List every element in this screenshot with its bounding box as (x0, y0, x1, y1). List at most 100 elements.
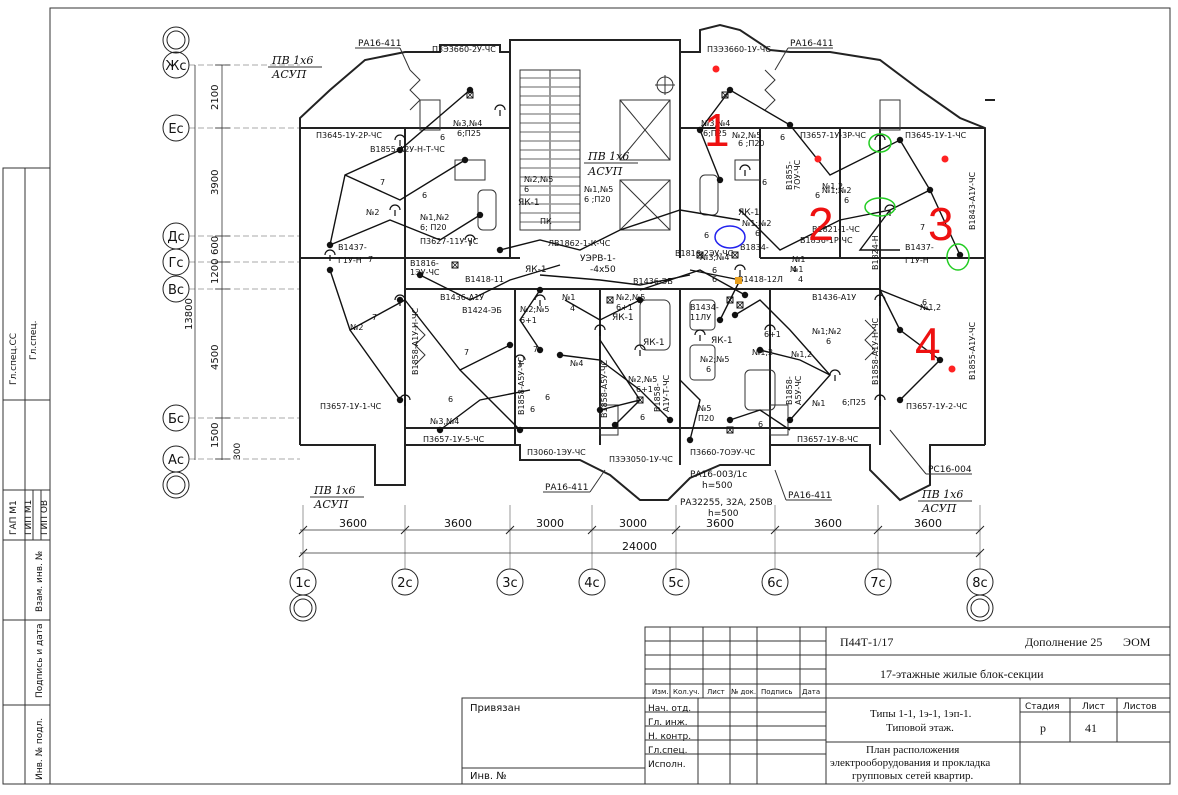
column-axis-bubble: 2с (391, 505, 419, 596)
device-symbols (324, 86, 964, 444)
dim-h-3: 3000 (619, 517, 647, 530)
role-label: Гл.спец. (648, 746, 687, 756)
junction-box-symbol (696, 251, 704, 259)
wire-count-label: 6 (530, 405, 535, 414)
switch-symbol (496, 246, 504, 254)
axis-empty-bubble (162, 471, 190, 499)
room-label: В1436-ЭБ (633, 277, 673, 286)
room-label: П3657-1У-2-ЧС (906, 402, 968, 411)
circuit-label: 6 ;П20 (738, 139, 765, 148)
room-label: В1858-А1У-Н-ЧС (411, 308, 420, 375)
room-label: В1855-А1У-ЧС (968, 321, 977, 380)
circuit-label: №1,№2 (420, 213, 449, 222)
stage-header: Стадия (1025, 702, 1060, 712)
switch-symbol (756, 346, 764, 354)
equipment-label: ЯК-1 (518, 198, 540, 208)
switch-symbol (516, 426, 524, 434)
room-label: В1858-А1У-Н-ЧС (871, 318, 880, 385)
switch-symbol (536, 346, 544, 354)
room-label: А1У-Т-ЧС (662, 374, 671, 412)
room-label: П3660-7ОЭУ-ЧС (690, 448, 755, 457)
title-code: П44Т-1/17 (840, 635, 893, 649)
circuit-label: 6+1 (636, 385, 653, 394)
circuit-label: №2 (366, 208, 379, 217)
column-axis-bubble: 4с (578, 505, 606, 596)
socket-symbol (739, 164, 751, 176)
red-dot (948, 365, 956, 373)
row-axis-label: Дс (167, 230, 184, 245)
red-dot (814, 155, 822, 163)
row-axis-label: Вс (168, 283, 184, 298)
circuit-label: 6+1 (520, 316, 537, 325)
room-label: А5У-ЧС (794, 375, 803, 405)
circuit-label: №1 (792, 255, 805, 264)
title-section: ЭОМ (1123, 635, 1151, 649)
switch-symbol (896, 396, 904, 404)
wire-count-label: 6 (815, 191, 820, 200)
cable-annotation: АСУП (313, 498, 349, 511)
equipment-label: ЯК-1 (612, 313, 634, 323)
switch-symbol (731, 311, 739, 319)
room-labels: П3Э3660-2У-ЧС П3Э3660-1У-ЧС П3645-1У-2Р-… (316, 45, 977, 464)
dim-v-300: 300 (233, 443, 243, 460)
switch-symbol (716, 176, 724, 184)
circuit-label: №3,№4 (453, 119, 482, 128)
green-highlight-circle (864, 197, 896, 217)
role-label: Н. контр. (648, 732, 691, 742)
axis-empty-bubble (289, 594, 317, 622)
switch-symbol (416, 271, 424, 279)
switch-symbol (436, 426, 444, 434)
red-dot (712, 65, 720, 73)
cable-annotation: ПВ 1х6 (587, 150, 629, 163)
room-label: В1418-11 (465, 275, 504, 284)
junction-box-symbol (606, 296, 614, 304)
column-axis-label: 7с (870, 576, 885, 591)
socket-symbol (399, 394, 411, 406)
circuit-label: №1,2 (752, 348, 773, 357)
green-highlight-circle (868, 133, 892, 153)
red-marker-4: 4 (915, 318, 941, 370)
stage-value: р (1040, 721, 1046, 735)
room-label: В1855- (785, 161, 794, 190)
circuit-label: №2,№5 (732, 131, 761, 140)
column-axis-label: 4с (584, 576, 599, 591)
switch-symbol (596, 406, 604, 414)
switch-symbol (686, 436, 694, 444)
circuit-label: 4 (798, 275, 803, 284)
room-label: В1437- (338, 243, 367, 252)
switch-symbol (536, 286, 544, 294)
switch-symbol (636, 296, 644, 304)
cable-annotation: ПВ 1х6 (921, 488, 963, 501)
room-label: В1824-Н (871, 235, 880, 270)
title-drawing-3: групповых сетей квартир. (852, 770, 974, 782)
room-label: П3Э3050-1У-ЧС (609, 455, 673, 464)
dim-v-4500: 4500 (210, 345, 221, 370)
dim-v-1200: 1200 (210, 259, 221, 284)
room-label: В1858-А5У-ЧС (600, 359, 609, 418)
wire-count-label: 6 (448, 395, 453, 404)
dim-v-600: 600 (210, 236, 221, 255)
wire-count-label: 7 (920, 223, 925, 232)
socket-symbol (534, 294, 546, 306)
vertical-dimension-chain: 2100 3900 600 1200 4500 1500 300 13800 (184, 64, 243, 460)
dim-h-2: 3000 (536, 517, 564, 530)
room-label: Г1У-Н (338, 256, 362, 265)
row-axis-bubble: Жс (162, 51, 300, 79)
switch-symbol (716, 316, 724, 324)
socket-symbol (324, 249, 336, 261)
row-axis-label: Гс (168, 256, 183, 271)
column-axis-bubble: 5с (662, 505, 690, 596)
socket-symbol (764, 324, 776, 336)
panel-label: РА32255, 32А, 250В (680, 498, 773, 508)
circuit-label: №1;№2 (822, 186, 852, 195)
column-axis-bubble: 8с (966, 505, 994, 596)
circuit-label: №3,№4 (701, 119, 730, 128)
row-axis-bubble: Вс (162, 275, 300, 303)
red-marker-1: 1 (704, 104, 730, 156)
equipment-labels: ЯК-1 ЯК-1 ЯК-1 ЯК-1 ЯК-1 ЯК-1 ПК УЭРВ-1-… (518, 198, 760, 348)
socket-symbol (389, 204, 401, 216)
